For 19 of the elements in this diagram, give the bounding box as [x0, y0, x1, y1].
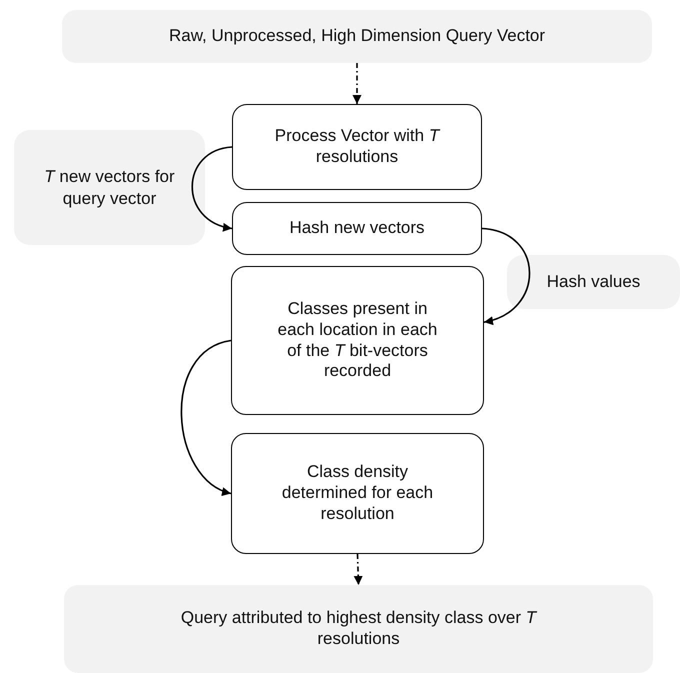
edge-label: Hash values — [546, 271, 640, 293]
node-text: Classes present in each location in each of the T bit-vectors recorded — [276, 299, 438, 382]
process-box — [232, 202, 482, 255]
process-box — [232, 104, 482, 190]
edge-label: T new vectors for query vector — [43, 166, 176, 209]
arrow — [482, 228, 530, 324]
node-text: Hash new vectors — [289, 218, 425, 239]
input-banner — [62, 10, 652, 63]
arrow — [354, 554, 363, 586]
arrow — [352, 63, 362, 104]
node-text: Process Vector with T resolutions — [274, 126, 442, 168]
node-text: Raw, Unprocessed, High Dimension Query Vector — [168, 26, 546, 47]
arrow — [192, 146, 232, 231]
process-box — [231, 266, 484, 415]
arrow — [180, 340, 232, 494]
process-box — [231, 433, 484, 554]
node-text: Class density determined for each resolution — [280, 462, 434, 525]
result-banner — [64, 585, 653, 673]
node-text: Query attributed to highest density class over T resolutions — [180, 608, 538, 650]
